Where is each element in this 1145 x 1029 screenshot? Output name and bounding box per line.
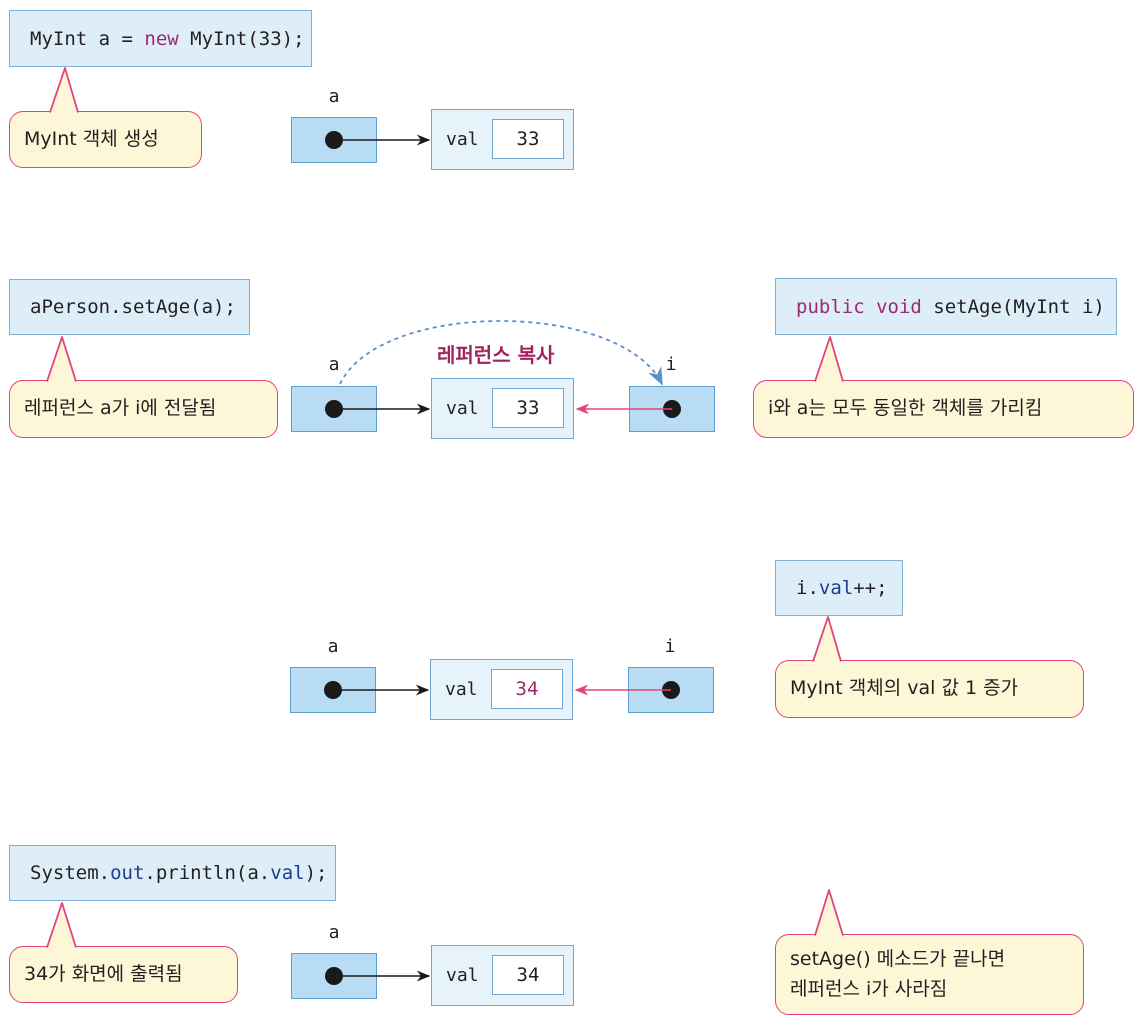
field-value: 33: [492, 388, 564, 428]
code-text: i.: [796, 577, 819, 599]
callout-pointer: [49, 67, 79, 113]
code-keyword-new: new: [144, 27, 179, 50]
var-label-a: a: [327, 636, 339, 657]
code-text: MyInt a =: [30, 27, 145, 50]
myint-object: val 33: [431, 378, 574, 439]
code-field-val: val: [270, 862, 305, 884]
callout-printed: 34가 화면에 출력됨: [9, 946, 238, 1003]
var-label-i: i: [665, 354, 677, 375]
code-box-setage-call: aPerson.setAge(a);: [9, 279, 250, 335]
code-text: System.: [30, 862, 111, 884]
code-keyword-public-void: public void: [796, 295, 922, 318]
callout-same-object: i와 a는 모두 동일한 객체를 가리킴: [753, 380, 1134, 438]
field-label-val: val: [446, 398, 479, 419]
callout-pointer: [812, 616, 842, 662]
myint-object: val 34: [430, 659, 573, 720]
callout-text: MyInt 객체의 val 값 1 증가: [790, 677, 1019, 700]
callout-text: 레퍼런스 a가 i에 전달됨: [24, 397, 217, 420]
var-label-a: a: [328, 86, 340, 107]
myint-object: val 34: [431, 945, 574, 1006]
code-text: ++;: [853, 577, 888, 599]
callout-myint-created: MyInt 객체 생성: [9, 111, 202, 168]
callout-val-incremented: MyInt 객체의 val 값 1 증가: [775, 660, 1084, 718]
callout-pointer: [814, 336, 844, 382]
callout-line-2: 레퍼런스 i가 사라짐: [790, 977, 948, 1000]
callout-text: MyInt 객체 생성: [24, 127, 159, 150]
code-box-new-myint: MyInt a = new MyInt(33);: [9, 10, 312, 67]
callout-pointer: [46, 336, 77, 382]
code-box-setage-method: public void setAge(MyInt i): [775, 278, 1117, 335]
myint-object: val 33: [431, 109, 574, 170]
callout-text: 34가 화면에 출력됨: [24, 962, 183, 985]
callout-line-1: setAge() 메소드가 끝나면: [790, 948, 1006, 971]
field-value: 34: [492, 955, 564, 995]
code-box-increment: i.val++;: [775, 560, 903, 616]
var-label-a: a: [328, 354, 340, 375]
code-text: MyInt(33);: [178, 27, 305, 50]
code-field-out: out: [110, 862, 145, 884]
code-text: setAge(MyInt i): [921, 295, 1105, 318]
field-value: 33: [492, 119, 564, 159]
code-box-println: System.out.println(a.val);: [9, 845, 336, 901]
copy-reference-arrow: [339, 320, 663, 386]
field-label-val: val: [446, 129, 479, 150]
callout-reference-removed: setAge() 메소드가 끝나면 레퍼런스 i가 사라짐: [775, 934, 1084, 1015]
var-label-i: i: [664, 636, 676, 657]
callout-reference-passed: 레퍼런스 a가 i에 전달됨: [9, 380, 278, 438]
callout-pointer: [46, 902, 77, 948]
code-text: aPerson.setAge(a);: [30, 296, 236, 318]
field-value-incremented: 34: [491, 669, 563, 709]
var-label-a: a: [328, 922, 340, 943]
field-label-val: val: [445, 679, 478, 700]
callout-pointer: [814, 889, 844, 936]
callout-text: i와 a는 모두 동일한 객체를 가리킴: [768, 397, 1043, 420]
code-text: .println(a.: [144, 862, 271, 884]
field-label-val: val: [446, 965, 479, 986]
code-field-val: val: [818, 577, 854, 599]
code-text: );: [304, 862, 328, 884]
copy-reference-label: 레퍼런스 복사: [437, 343, 555, 367]
